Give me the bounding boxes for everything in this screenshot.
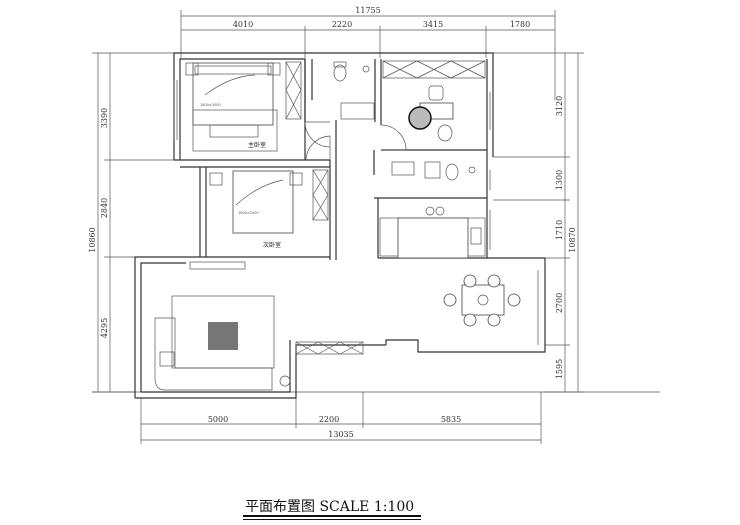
cabinet	[295, 341, 364, 355]
toilet	[445, 163, 459, 181]
round-chair	[408, 106, 432, 130]
dim-bottom-1: 5000	[208, 415, 228, 424]
kitchen	[379, 206, 486, 259]
side-table	[279, 375, 291, 387]
chair	[463, 313, 477, 327]
nightstand	[289, 172, 303, 186]
left-dimensions: 10860 3390 2840 4295	[88, 52, 174, 393]
second-bedroom: 1800×2000 次卧室	[209, 169, 329, 249]
dim-bottom-3: 5835	[441, 415, 461, 424]
chair	[507, 293, 521, 307]
room-label-master-bedroom: 主卧室	[248, 141, 266, 149]
dim-top-3: 3415	[423, 20, 443, 29]
toilet	[333, 64, 347, 82]
washing-machine	[424, 161, 441, 179]
dim-top-4: 1780	[510, 20, 530, 29]
nightstand	[209, 172, 223, 186]
dim-right-total: 10870	[568, 227, 577, 252]
shower	[362, 65, 370, 73]
dim-top-2: 2220	[332, 20, 352, 29]
dim-right-1: 3120	[555, 96, 564, 116]
dim-left-1: 3390	[100, 108, 109, 128]
chair	[428, 85, 444, 101]
dim-right-5: 1595	[555, 359, 564, 379]
chair	[463, 274, 477, 288]
coffee-table	[208, 322, 238, 350]
dim-right-3: 1710	[555, 220, 564, 240]
chair	[487, 274, 501, 288]
dining-table	[461, 284, 505, 316]
title-underline	[243, 515, 421, 517]
doors	[304, 121, 407, 161]
chair	[443, 293, 457, 307]
nightstand	[185, 62, 199, 76]
sink-counter	[340, 102, 375, 120]
dim-top-total: 11755	[355, 6, 380, 15]
bed	[192, 62, 274, 126]
sofa	[154, 317, 273, 391]
bottom-dimensions: 5000 2200 5835 13035	[92, 391, 660, 444]
rug	[192, 109, 278, 152]
room-label-second-bedroom: 次卧室	[263, 241, 281, 249]
dim-top-1: 4010	[233, 20, 253, 29]
shower	[468, 166, 476, 174]
title-underline-thin	[243, 519, 421, 520]
bathroom-1	[333, 61, 375, 120]
walls	[134, 52, 546, 399]
study	[382, 60, 486, 142]
sink	[391, 161, 415, 176]
nightstand	[267, 62, 281, 76]
stove-burner	[435, 206, 445, 216]
chair	[487, 313, 501, 327]
bookshelf	[382, 60, 486, 79]
dim-left-3: 4295	[100, 318, 109, 338]
bed	[232, 170, 294, 234]
living-room	[154, 261, 364, 391]
bed-size-label: 1800×2000	[238, 211, 259, 215]
cushion	[159, 351, 175, 367]
master-bedroom: 1800×2000 主卧室	[185, 61, 302, 152]
bathroom-2	[391, 161, 476, 181]
stove-burner	[425, 206, 435, 216]
dining-area	[443, 274, 521, 327]
chair	[437, 124, 453, 142]
kitchen-sink	[470, 227, 482, 245]
wardrobe	[312, 169, 329, 221]
dim-left-total: 10860	[88, 227, 97, 252]
island	[397, 217, 469, 259]
drawing-title: 平面布置图 SCALE 1:100	[245, 499, 415, 515]
dim-bottom-2: 2200	[319, 415, 339, 424]
dim-right-2: 1300	[555, 170, 564, 190]
dim-left-2: 2840	[100, 198, 109, 218]
dim-bottom-total: 13035	[328, 430, 353, 439]
dim-right-4: 2700	[555, 293, 564, 313]
bed-size-label: 1800×2000	[200, 103, 221, 107]
wardrobe	[285, 61, 302, 120]
tv-cabinet	[189, 261, 246, 270]
top-dimensions: 11755 4010 2220 3415 1780	[180, 6, 556, 100]
right-dimensions: 10870 3120 1300 1710 2700 1595	[493, 52, 584, 393]
